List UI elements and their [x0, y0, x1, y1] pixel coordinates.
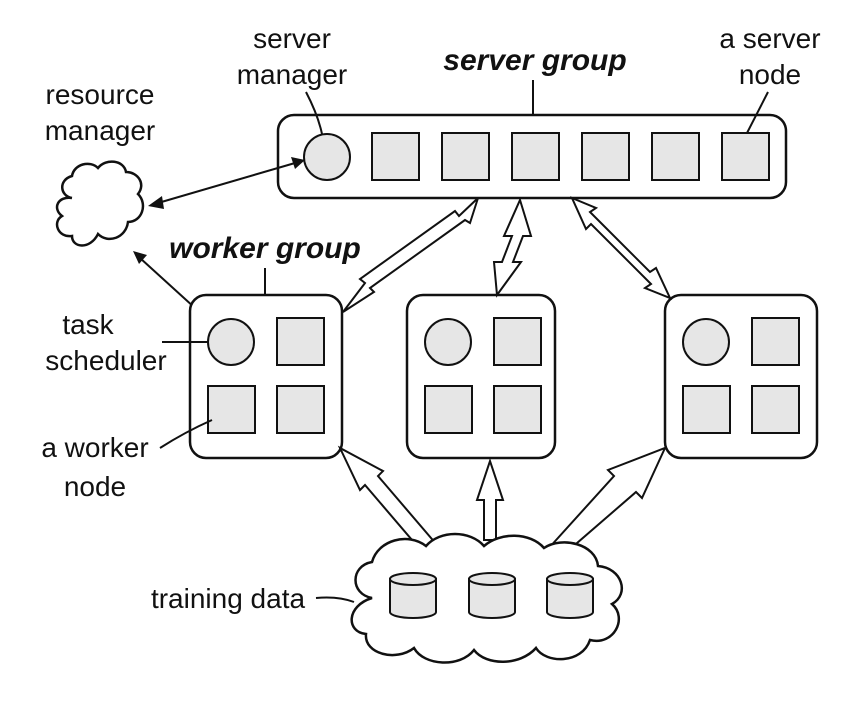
push-pull-arrow-left	[342, 197, 479, 313]
training-data-label: training data	[151, 583, 306, 614]
worker-node-leader-line	[159, 419, 213, 449]
server-group	[276, 113, 788, 200]
data-shard-3	[546, 572, 594, 619]
resource-server-link	[148, 157, 305, 209]
server-manager-label-line1: server	[253, 23, 331, 54]
server-manager-leader-line	[305, 91, 323, 135]
worker-group-label: worker group	[169, 232, 361, 265]
server-node-label-line1: a server	[719, 23, 820, 54]
worker-node	[207, 385, 256, 434]
server-node	[581, 132, 630, 181]
worker-node	[751, 385, 800, 434]
server-node-label-line2: node	[739, 59, 801, 90]
server-manager-node	[303, 133, 351, 181]
worker-node-label-line2: node	[64, 471, 126, 502]
task-scheduler-node	[682, 318, 730, 366]
server-manager-label-line2: manager	[237, 59, 348, 90]
resource-manager-label-line1: resource	[46, 79, 155, 110]
training-data-leader-line	[315, 596, 355, 603]
data-arrow-right	[546, 446, 667, 558]
worker-group-middle	[405, 293, 557, 460]
task-scheduler-node	[207, 318, 255, 366]
server-node	[371, 132, 420, 181]
worker-node	[751, 317, 800, 366]
task-scheduler-node	[424, 318, 472, 366]
data-shard-2	[468, 572, 516, 619]
data-arrow-left	[337, 445, 439, 556]
worker-node	[424, 385, 473, 434]
worker-node	[493, 385, 542, 434]
data-arrow-middle	[475, 457, 505, 541]
server-node	[511, 132, 560, 181]
task-scheduler-label-line2: scheduler	[45, 345, 166, 376]
worker-group-right	[663, 293, 819, 460]
worker-node	[682, 385, 731, 434]
server-node	[441, 132, 490, 181]
worker-node	[276, 385, 325, 434]
push-pull-arrow-middle	[492, 197, 533, 298]
worker-node	[276, 317, 325, 366]
server-node	[651, 132, 700, 181]
push-pull-arrow-right	[570, 196, 672, 300]
worker-node-label-line1: a worker	[41, 432, 148, 463]
resource-manager-label-line2: manager	[45, 115, 156, 146]
worker-node	[493, 317, 542, 366]
server-node	[721, 132, 770, 181]
resource-manager-cloud	[55, 160, 145, 247]
data-shard-1	[389, 572, 437, 619]
task-scheduler-label-line1: task	[62, 309, 114, 340]
server-node-leader-line	[746, 91, 769, 134]
worker-group-left	[188, 293, 344, 460]
server-group-label: server group	[443, 44, 626, 77]
